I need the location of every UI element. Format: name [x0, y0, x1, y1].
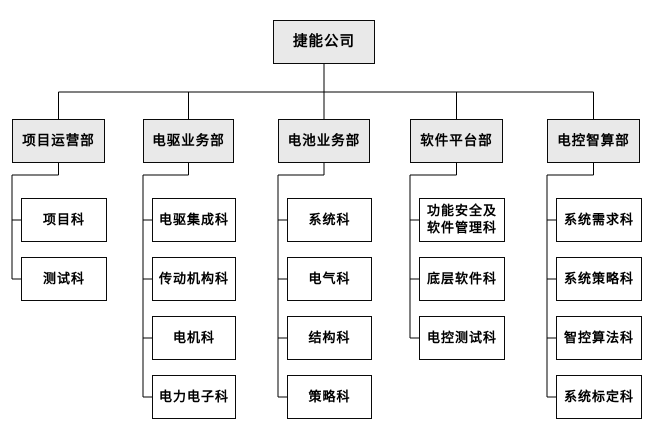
- org-node-section-3-3: 结构科: [287, 316, 372, 360]
- org-node-section-5-1: 系统需求科: [556, 198, 642, 242]
- org-node-section-2-2: 传动机构科: [152, 257, 236, 301]
- org-node-section-4-2: 底层软件科: [419, 257, 505, 301]
- org-node-section-4-3: 电控测试科: [419, 316, 505, 360]
- org-node-section-2-1: 电驱集成科: [152, 198, 236, 242]
- org-node-dept-4: 软件平台部: [410, 119, 503, 163]
- org-node-section-3-2: 电气科: [287, 257, 372, 301]
- org-node-section-4-1: 功能安全及 软件管理科: [419, 198, 505, 242]
- org-node-dept-2: 电驱业务部: [143, 119, 234, 163]
- org-node-section-5-4: 系统标定科: [556, 375, 642, 419]
- org-node-dept-3: 电池业务部: [278, 119, 370, 163]
- org-node-section-3-4: 策略科: [287, 375, 372, 419]
- org-node-section-1-2: 测试科: [21, 257, 107, 301]
- org-node-section-1-1: 项目科: [21, 198, 107, 242]
- org-node-dept-1: 项目运营部: [12, 119, 105, 163]
- org-node-section-2-4: 电力电子科: [152, 375, 236, 419]
- org-node-dept-5: 电控智算部: [547, 119, 640, 163]
- org-node-section-5-3: 智控算法科: [556, 316, 642, 360]
- org-node-section-2-3: 电机科: [152, 316, 236, 360]
- org-node-section-5-2: 系统策略科: [556, 257, 642, 301]
- org-node-section-3-1: 系统科: [287, 198, 372, 242]
- org-node-company: 捷能公司: [273, 20, 375, 64]
